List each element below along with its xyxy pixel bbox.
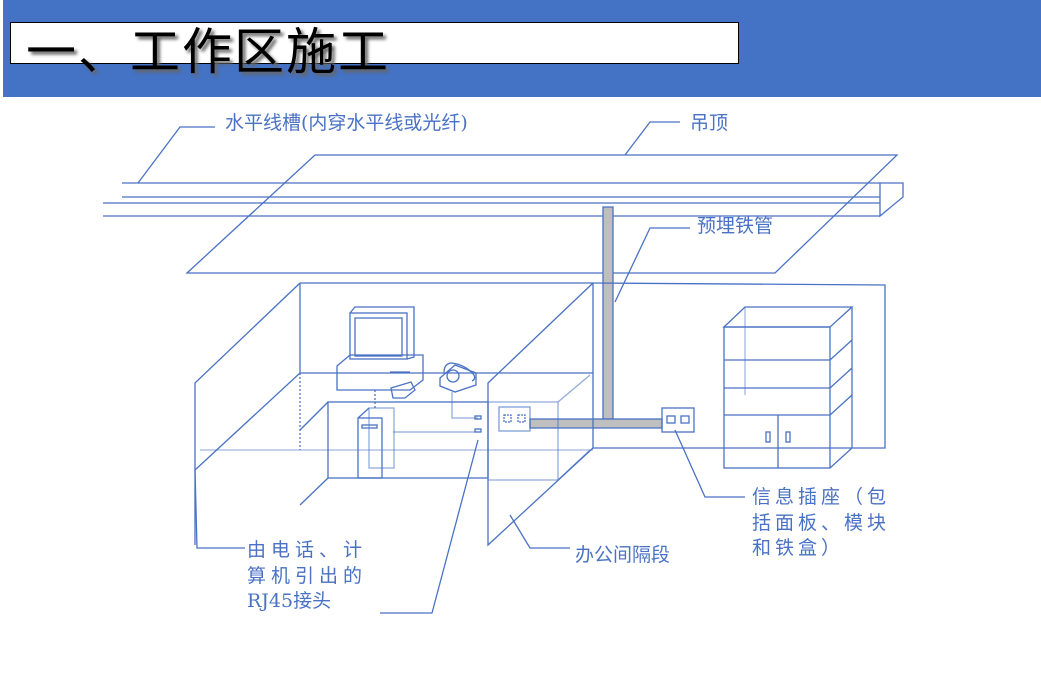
cabinet (722, 306, 854, 469)
leader-pipe (614, 227, 690, 303)
label-rj45-3: RJ45接头 (247, 590, 332, 612)
partition-wall (487, 282, 594, 547)
label-socket-1: 信息插座（包 (752, 486, 891, 508)
info-socket-wall (661, 407, 695, 433)
leader-socket (674, 429, 745, 498)
leader-partition (509, 514, 570, 549)
label-partition: 办公间隔段 (575, 544, 671, 566)
label-socket-3: 和铁盒） (752, 537, 845, 559)
slide-title: 一、工作区施工 (26, 23, 390, 81)
embedded-pipe (602, 206, 614, 420)
desk (299, 374, 591, 506)
pc-tower-icon (357, 407, 476, 479)
horizontal-trough (103, 182, 904, 218)
info-socket-partition (498, 406, 531, 432)
leader-rj45 (380, 439, 479, 614)
label-socket-2: 括面板、模块 (752, 512, 891, 534)
label-rj45-2: 算机引出的 (247, 565, 368, 587)
leader-ceiling (624, 121, 680, 156)
title-box (10, 22, 739, 64)
label-embedded-pipe: 预埋铁管 (697, 215, 774, 237)
computer-icon (336, 306, 424, 408)
label-rj45-1: 由电话、计 (247, 539, 368, 561)
telephone-icon (439, 362, 482, 433)
leader-trough (137, 126, 215, 184)
label-horizontal-trough: 水平线槽(内穿水平线或光纤) (225, 112, 468, 134)
label-ceiling: 吊顶 (690, 112, 729, 134)
horizontal-pipe (529, 418, 663, 429)
ceiling-plane (185, 154, 899, 274)
leader-rj45-wall (194, 469, 245, 549)
